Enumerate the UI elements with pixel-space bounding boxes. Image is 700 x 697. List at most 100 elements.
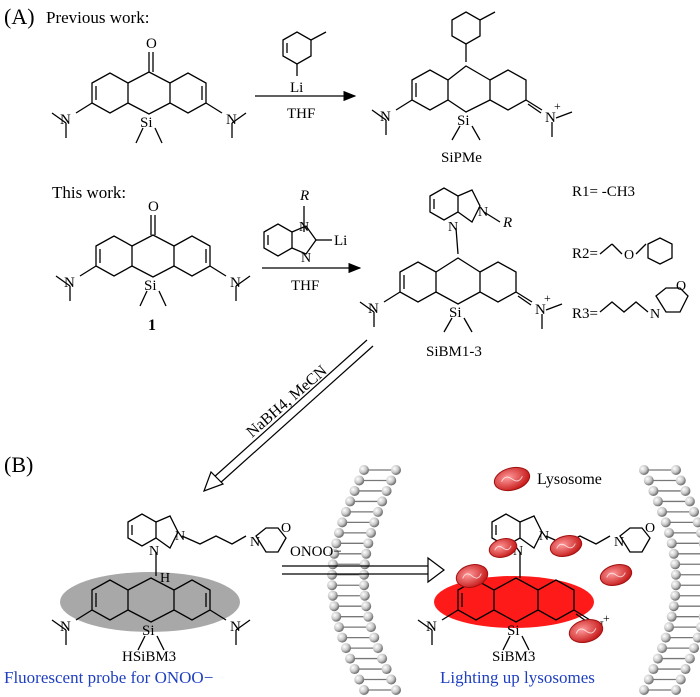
lipid-head	[648, 664, 659, 675]
r3-nitrogen: N	[650, 307, 660, 322]
lipid-head	[643, 475, 654, 486]
lipid-head	[365, 622, 376, 633]
sibm3-charge: +	[603, 611, 610, 625]
sibm-n3: N	[448, 220, 458, 235]
sipme-structure	[371, 11, 573, 141]
sibm-n1: N	[478, 205, 488, 220]
r3-oxygen: O	[676, 279, 686, 294]
lipid-head	[696, 622, 700, 633]
reduction-arrow	[202, 339, 374, 493]
lipid-head	[670, 580, 681, 591]
onoo-reaction-arrow	[282, 556, 445, 584]
lipid-head	[340, 506, 351, 517]
hsibm3-structure	[51, 513, 287, 651]
lipid-head	[327, 590, 338, 601]
lysosome-label: Lysosome	[537, 471, 602, 488]
lipid-head	[675, 674, 686, 685]
sibm3-name: SiBM3	[492, 649, 535, 665]
sibm-charge: +	[544, 291, 551, 305]
r2-oxygen: O	[624, 248, 634, 263]
sibm3-red-highlight	[434, 576, 594, 628]
lipid-head	[359, 569, 370, 580]
lysosome	[549, 534, 583, 558]
silicon-label: Si	[140, 115, 153, 131]
lipid-head	[670, 569, 681, 580]
reagent-1-label: Li	[290, 80, 303, 96]
lipid-head	[670, 590, 681, 601]
lipid-head	[391, 465, 401, 475]
lipid-head	[349, 485, 360, 496]
sibm-silicon: Si	[449, 305, 462, 321]
lysosome	[493, 466, 531, 492]
lipid-head	[657, 506, 668, 517]
lipid-head	[675, 475, 686, 486]
lipid-head	[671, 465, 681, 475]
lipid-bilayer-right	[639, 465, 700, 695]
sipme-iminium-n: N	[545, 110, 556, 126]
this-work-title: This work:	[52, 183, 127, 202]
hsibm3-n-left: N	[60, 619, 71, 635]
lysosome	[599, 563, 633, 587]
sibm3-morph-o: O	[645, 521, 655, 536]
lipid-head	[333, 622, 344, 633]
hsibm3-n1: N	[175, 529, 185, 544]
lipid-head	[391, 685, 401, 695]
lipid-head	[331, 611, 342, 622]
solvent-1-label: THF	[287, 106, 315, 122]
lipid-head	[689, 506, 700, 517]
compound-1-n-right: N	[230, 275, 241, 291]
lipid-head	[386, 674, 397, 685]
previous-work-title: Previous work:	[46, 8, 150, 27]
reagent-2-n1: N	[299, 220, 309, 235]
lipid-head	[386, 475, 397, 486]
lipid-head	[657, 643, 668, 654]
compound-1-n-left: N	[64, 275, 75, 291]
onoo-reagent-label: ONOO−	[290, 544, 342, 560]
compound-1-label: 1	[148, 317, 156, 334]
compound-1-oxygen: O	[148, 199, 159, 215]
sipme-amine-n: N	[380, 109, 391, 125]
sibm-structure	[359, 187, 563, 333]
lipid-head	[668, 548, 679, 559]
lysosome-group	[455, 466, 633, 644]
lipid-head	[354, 475, 365, 486]
r2-label: R2=	[572, 246, 598, 262]
hsibm3-n-right: N	[230, 619, 241, 635]
lipid-head	[359, 465, 369, 475]
lysosome	[455, 564, 489, 588]
hsibm3-morph-o: O	[281, 521, 291, 536]
sipme-silicon: Si	[457, 113, 470, 129]
lipid-head	[359, 559, 370, 570]
lipid-head	[372, 643, 383, 654]
lipid-head	[680, 485, 691, 496]
solvent-2-label: THF	[291, 278, 319, 294]
benzimidazole-lithium-structure	[263, 206, 332, 257]
compound-1-silicon: Si	[144, 278, 157, 294]
lipid-bilayer-left	[327, 465, 401, 695]
panel-a-label: (A)	[4, 4, 35, 29]
lipid-head	[692, 517, 700, 528]
lipid-head	[670, 559, 681, 570]
lipid-head	[381, 664, 392, 675]
lipid-head	[333, 527, 344, 538]
lipid-head	[664, 622, 675, 633]
hsibm3-h: H	[160, 571, 170, 586]
r3-label: R3=	[572, 306, 598, 322]
sipme-charge: +	[554, 99, 561, 113]
sibm-name: SiBM1-3	[426, 344, 482, 360]
lipid-head	[639, 685, 649, 695]
lipid-head	[648, 485, 659, 496]
lipid-head	[329, 601, 340, 612]
lipid-head	[684, 653, 695, 664]
panel-b-label: (B)	[4, 452, 34, 477]
amine-n-right: N	[226, 112, 237, 128]
lysosome-caption: Lighting up lysosomes	[440, 668, 595, 687]
hsibm3-name: HSiBM3	[122, 649, 176, 665]
r3-propylmorpholine-structure	[599, 287, 689, 313]
lipid-head	[359, 590, 370, 601]
lipid-head	[349, 664, 360, 675]
lipid-head	[337, 517, 348, 528]
sibm-amine-n: N	[368, 301, 379, 317]
hsibm3-silicon: Si	[142, 623, 155, 639]
